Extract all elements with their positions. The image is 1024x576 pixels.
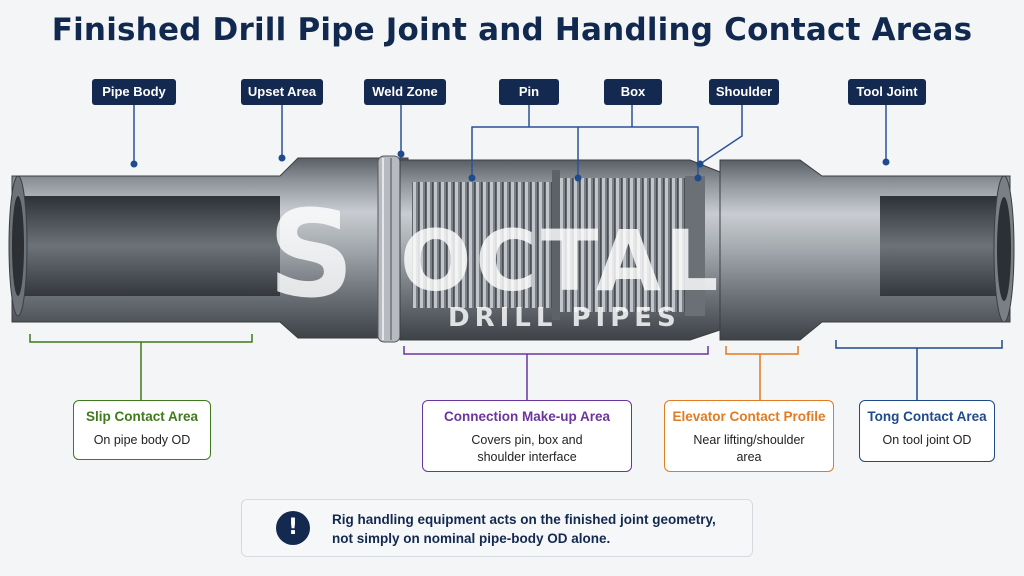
weld-bead: [377, 155, 401, 343]
elevator-contact-desc: Near lifting/shoulder area: [665, 432, 833, 466]
note-line2: not simply on nominal pipe-body OD alone…: [332, 531, 611, 546]
watermark-monogram: S: [268, 186, 354, 325]
label-box: Box: [604, 79, 662, 105]
slip-contact-title: Slip Contact Area: [85, 409, 199, 424]
exclamation-icon: !: [276, 511, 310, 545]
watermark-subtitle: DRILL PIPES: [448, 303, 681, 333]
elevator-desc-line1: Near lifting/shoulder: [693, 433, 805, 447]
connection-desc-line1: Covers pin, box and: [471, 433, 583, 447]
tong-contact-box: Tong Contact Area On tool joint OD: [859, 400, 995, 462]
label-upset-area: Upset Area: [241, 79, 323, 105]
label-tool-joint: Tool Joint: [848, 79, 926, 105]
label-pin: Pin: [499, 79, 559, 105]
bottom-brackets: [29, 334, 1003, 400]
tong-contact-title: Tong Contact Area: [867, 409, 987, 424]
label-pipe-body: Pipe Body: [92, 79, 176, 105]
elevator-contact-box: Elevator Contact Profile Near lifting/sh…: [664, 400, 834, 472]
page-title: Finished Drill Pipe Joint and Handling C…: [51, 12, 973, 48]
connection-cutaway: [399, 159, 721, 341]
slip-contact-box: Slip Contact Area On pipe body OD: [73, 400, 211, 460]
tong-contact-desc: On tool joint OD: [882, 433, 972, 447]
leader-dots: [130, 150, 890, 182]
top-leaders: [133, 105, 887, 178]
slip-contact-desc: On pipe body OD: [93, 433, 191, 447]
connection-makeup-desc: Covers pin, box and shoulder interface: [423, 432, 631, 466]
note-text: Rig handling equipment acts on the finis…: [332, 510, 742, 548]
tool-joint-section: [719, 159, 1015, 341]
handling-note: ! Rig handling equipment acts on the fin…: [241, 499, 753, 557]
watermark-brand: OCTAL: [400, 212, 722, 310]
label-weld-zone: Weld Zone: [364, 79, 446, 105]
note-line1: Rig handling equipment acts on the finis…: [332, 512, 716, 527]
connection-desc-line2: shoulder interface: [477, 450, 577, 464]
label-shoulder: Shoulder: [709, 79, 779, 105]
connection-makeup-box: Connection Make-up Area Covers pin, box …: [422, 400, 632, 472]
connection-makeup-title: Connection Make-up Area: [443, 409, 611, 424]
watermark-logo: S OCTAL DRILL PIPES: [268, 186, 722, 333]
elevator-contact-title: Elevator Contact Profile: [672, 409, 826, 424]
elevator-desc-line2: area: [736, 450, 762, 464]
